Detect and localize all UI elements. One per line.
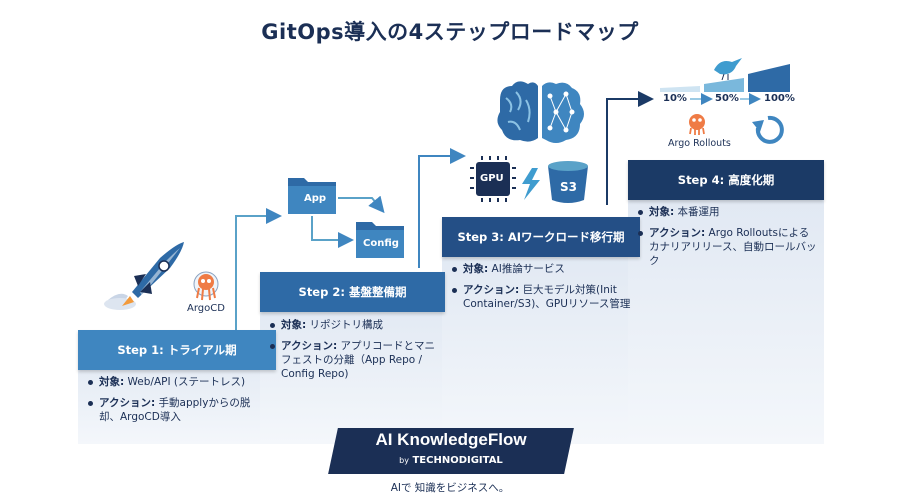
argo-rollouts-label: Argo Rollouts [668, 138, 731, 149]
rollout-progress-bars [660, 64, 790, 92]
page-title: GitOps導入の4ステップロードマップ [261, 20, 639, 44]
gpu-chip-icon [470, 156, 516, 202]
bird-icon [714, 58, 742, 81]
step3-body: 対象: AI推論サービス アクション: 巨大モデル対策(Init Contain… [452, 262, 632, 318]
step2-body: 対象: リポジトリ構成 アクション: アプリコードとマニフェストの分離（App … [270, 318, 440, 388]
app-folder-label: App [304, 193, 327, 204]
brain-icon [497, 81, 538, 142]
folder-arrow-1 [338, 195, 385, 214]
pct-100: 100% [764, 93, 795, 104]
lightning-bolt-icon [522, 168, 540, 200]
argocd-icon [193, 271, 219, 301]
argocd-label: ArgoCD [187, 303, 225, 314]
folder-arrow-2 [311, 216, 354, 248]
brand-tagline: AIで 知識をビジネスへ。 [390, 482, 510, 494]
s3-bucket-label: S3 [560, 180, 577, 194]
step4-panel [628, 170, 824, 444]
step1-action: アクション: 手動applyからの脱却、ArgoCD導入 [88, 396, 268, 424]
step4-body: 対象: 本番運用 アクション: Argo Rolloutsによるカナリアリリース… [638, 205, 818, 275]
neural-network-icon [542, 82, 584, 143]
config-folder-icon [356, 222, 404, 258]
connector-arrow-2 [418, 148, 466, 268]
pct-50: 50% [715, 93, 739, 104]
step2-header: Step 2: 基盤整備期 [260, 272, 445, 312]
step2-action: アクション: アプリコードとマニフェストの分離（App Repo / Confi… [270, 339, 440, 381]
connector-arrow-3 [606, 91, 654, 205]
pct-10: 10% [663, 93, 687, 104]
step3-panel [442, 228, 640, 444]
step4-action: アクション: Argo Rolloutsによるカナリアリリース、自動ロールバック [638, 226, 818, 268]
app-folder-icon [288, 178, 336, 214]
step1-target: 対象: Web/API (ステートレス) [88, 375, 268, 389]
step3-action: アクション: 巨大モデル対策(Init Container/S3)、GPUリソー… [452, 283, 632, 311]
brand-company: by TECHNODIGITAL [399, 455, 503, 466]
rocket-icon [104, 242, 184, 310]
s3-bucket-icon [548, 161, 588, 203]
step2-target: 対象: リポジトリ構成 [270, 318, 440, 332]
step4-target: 対象: 本番運用 [638, 205, 818, 219]
gpu-chip-label: GPU [480, 173, 504, 184]
step1-body: 対象: Web/API (ステートレス) アクション: 手動applyからの脱却… [88, 375, 268, 431]
brand-name: AI KnowledgeFlow [375, 430, 527, 449]
argo-rollouts-icon [689, 114, 705, 135]
rollback-icon [752, 115, 784, 144]
connector-arrow-1 [235, 208, 282, 330]
step4-header: Step 4: 高度化期 [628, 160, 824, 200]
step1-header: Step 1: トライアル期 [78, 330, 276, 370]
step3-target: 対象: AI推論サービス [452, 262, 632, 276]
step3-header: Step 3: AIワークロード移行期 [442, 217, 640, 257]
config-folder-label: Config [363, 238, 399, 249]
